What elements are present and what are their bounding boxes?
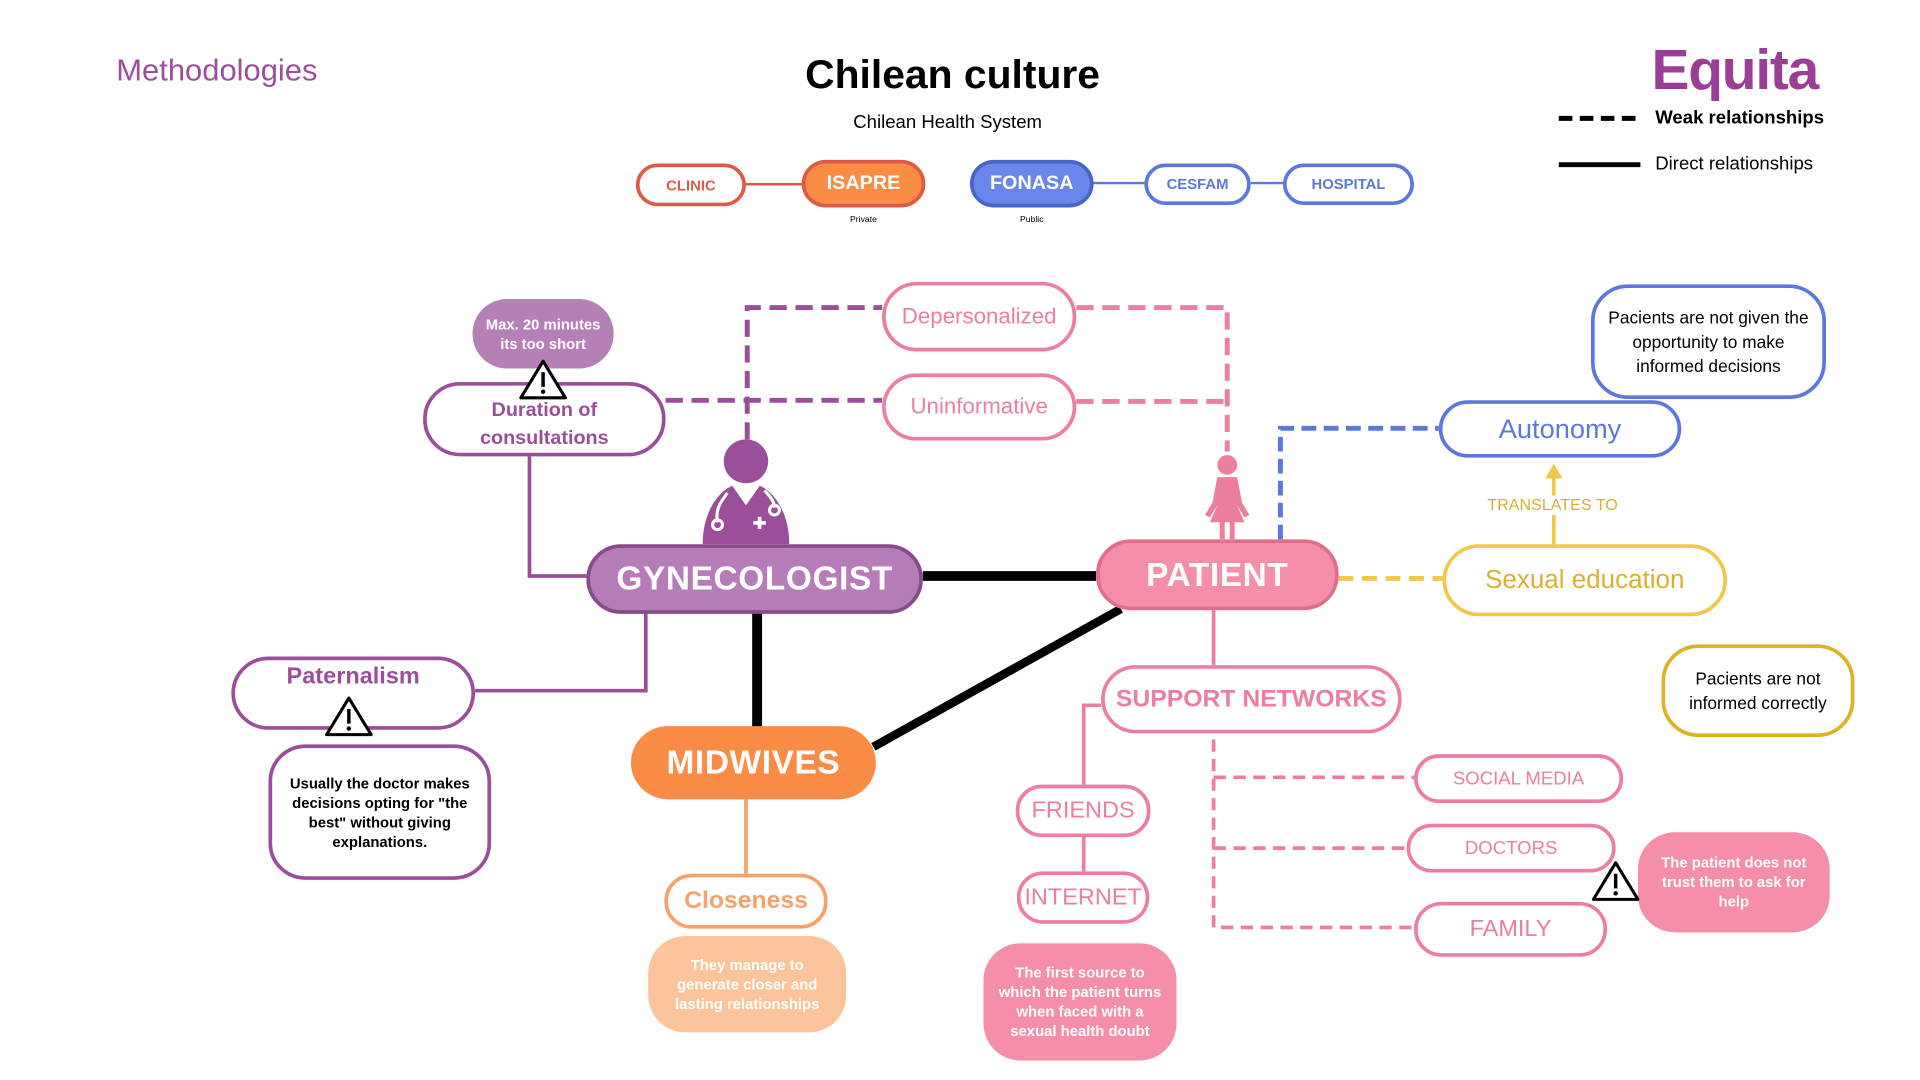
legend-direct: Direct relationships: [1655, 153, 1814, 175]
support-networks-node: SUPPORT NETWORKS: [1101, 665, 1402, 734]
depersonalized-node: Depersonalized: [882, 281, 1077, 352]
uninformative-node: Uninformative: [882, 373, 1077, 441]
methodologies-label: Methodologies: [116, 53, 318, 88]
sexual-education-note: Pacients are not informed correctly: [1661, 644, 1855, 738]
fonasa-node: FONASA: [969, 159, 1094, 208]
autonomy-note: Pacients are not given the opportunity t…: [1590, 284, 1826, 400]
closeness-note: They manage to generate closer and lasti…: [648, 935, 847, 1033]
warning-icon: [519, 359, 567, 400]
paternalism-node: Paternalism: [231, 656, 476, 730]
doctors-node: DOCTORS: [1406, 823, 1616, 873]
doctors-note: The patient does not trust them to ask f…: [1637, 832, 1830, 933]
social-media-node: SOCIAL MEDIA: [1414, 754, 1624, 803]
brand-logo: Equita: [1651, 37, 1820, 102]
family-node: FAMILY: [1414, 901, 1608, 957]
cesfam-node: CESFAM: [1144, 163, 1251, 206]
isapre-node: ISAPRE: [801, 159, 926, 208]
doctor-icon: [702, 439, 790, 545]
woman-icon: [1204, 455, 1250, 542]
isapre-note: Private: [850, 216, 877, 225]
warning-icon: [1591, 861, 1640, 901]
page-subtitle: Chilean Health System: [853, 112, 1042, 134]
paternalism-note: Usually the doctor makes decisions optin…: [268, 744, 492, 880]
duration-note: Max. 20 minutes its too short: [472, 298, 614, 369]
friends-node: FRIENDS: [1015, 784, 1151, 838]
clinic-node: CLINIC: [635, 163, 746, 207]
page-title: Chilean culture: [805, 51, 1101, 97]
internet-note: The first source to which the patient tu…: [983, 943, 1177, 1061]
midwives-node: MIDWIVES: [630, 726, 876, 800]
warning-icon: [325, 696, 373, 737]
patient-node: PATIENT: [1096, 539, 1339, 611]
translates-to-label: TRANSLATES TO: [1482, 495, 1624, 515]
sexual-education-node: Sexual education: [1442, 544, 1728, 617]
gynecologist-node: GYNECOLOGIST: [586, 544, 923, 614]
fonasa-note: Public: [1019, 216, 1044, 225]
autonomy-node: Autonomy: [1438, 400, 1682, 458]
legend-weak: Weak relationships: [1655, 107, 1825, 129]
closeness-node: Closeness: [664, 873, 828, 929]
hospital-node: HOSPITAL: [1282, 163, 1415, 206]
internet-node: INTERNET: [1016, 871, 1150, 924]
